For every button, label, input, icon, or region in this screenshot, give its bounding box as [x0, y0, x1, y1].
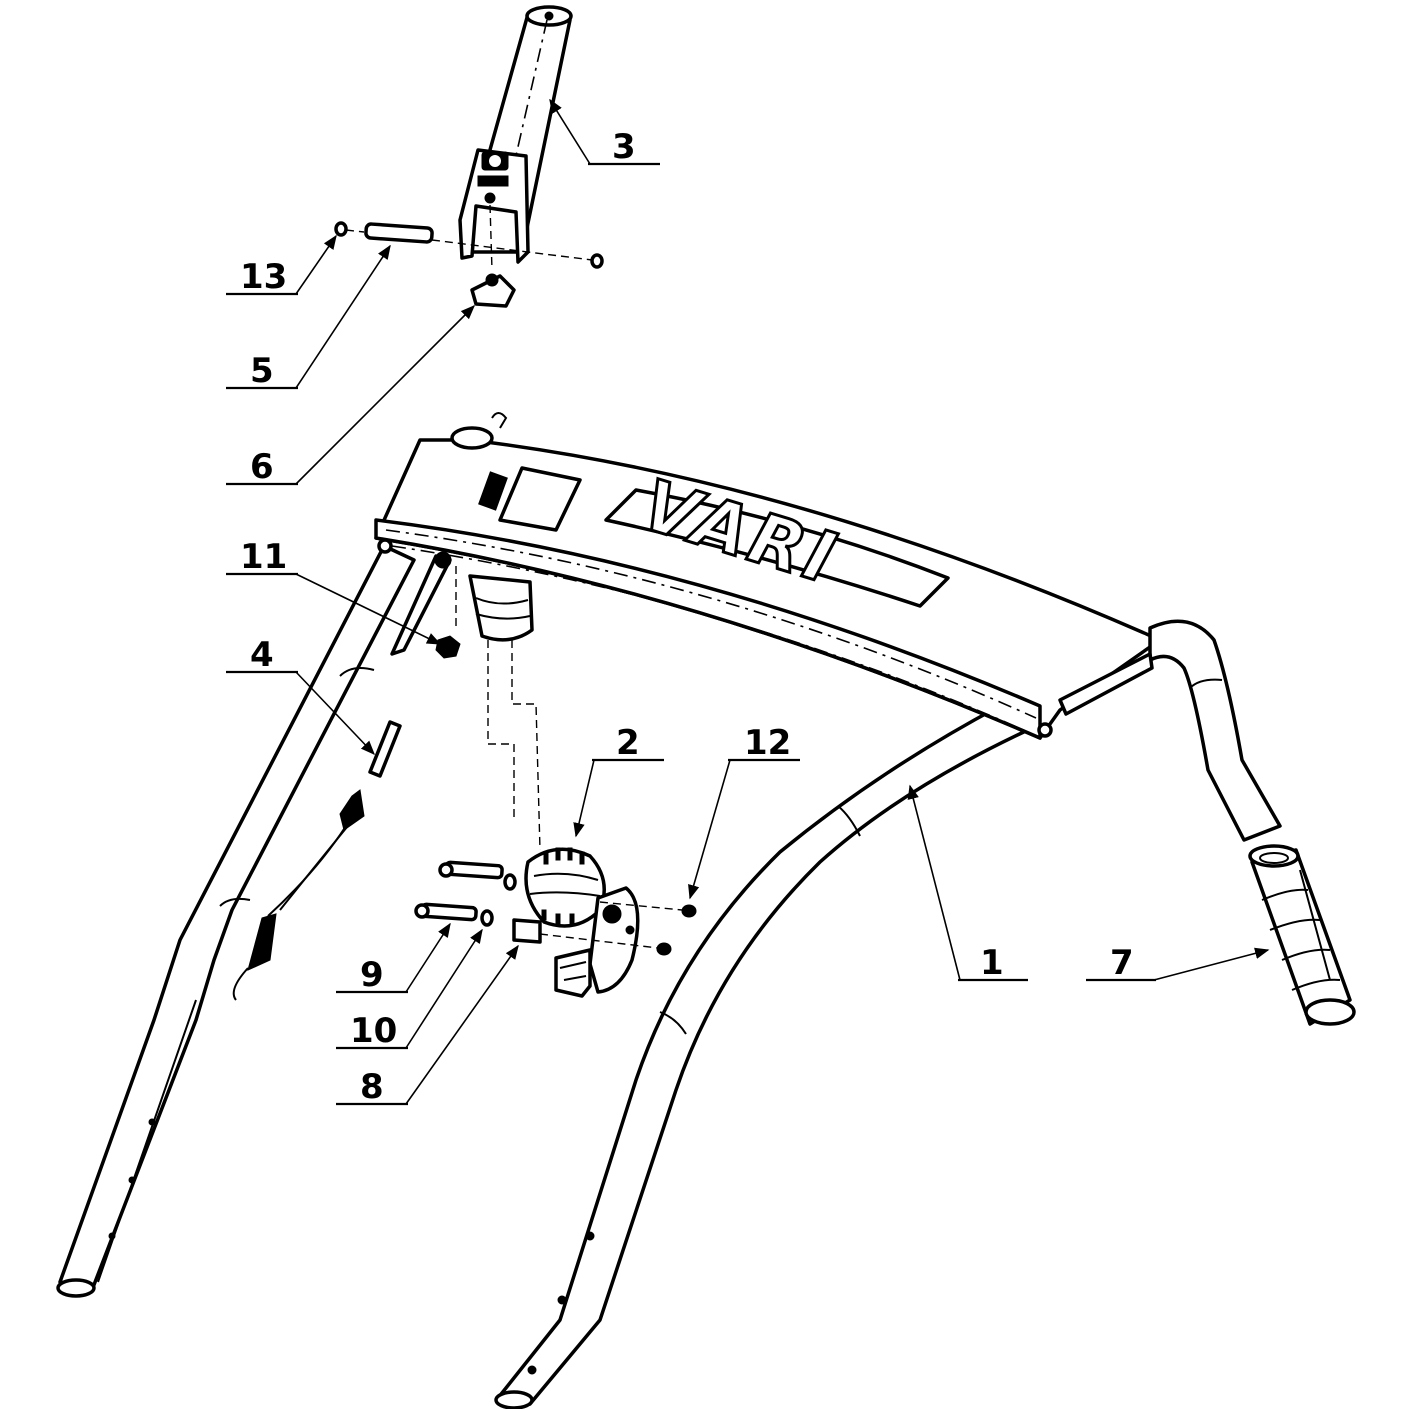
rod-and-nut	[390, 551, 461, 659]
upper-tube-part	[458, 5, 573, 264]
hand-grip-part	[1248, 844, 1356, 1026]
callout-5: 5	[250, 351, 274, 391]
fasteners	[414, 860, 697, 956]
callout-1: 1	[980, 943, 1004, 983]
callout-13: 13	[240, 257, 287, 297]
callout-4: 4	[250, 635, 274, 675]
callout-9: 9	[360, 955, 384, 995]
pin-assembly	[334, 204, 604, 308]
cable-part	[232, 720, 402, 1001]
callout-labels: 1 2 3 4 5 6 7 8 9 10 11 12 13	[240, 127, 1134, 1107]
callout-11: 11	[240, 537, 287, 577]
callout-leaders	[226, 98, 1270, 1106]
callout-7: 7	[1110, 943, 1134, 983]
callout-3: 3	[612, 127, 636, 167]
callout-12: 12	[744, 723, 791, 763]
main-handle-frame: VARI	[56, 412, 1282, 1409]
callout-2: 2	[616, 723, 640, 763]
lever-pivot-tube	[468, 574, 541, 851]
lever-block-part	[524, 847, 640, 998]
callout-8: 8	[360, 1067, 384, 1107]
callout-6: 6	[250, 447, 274, 487]
callout-10: 10	[350, 1011, 397, 1051]
